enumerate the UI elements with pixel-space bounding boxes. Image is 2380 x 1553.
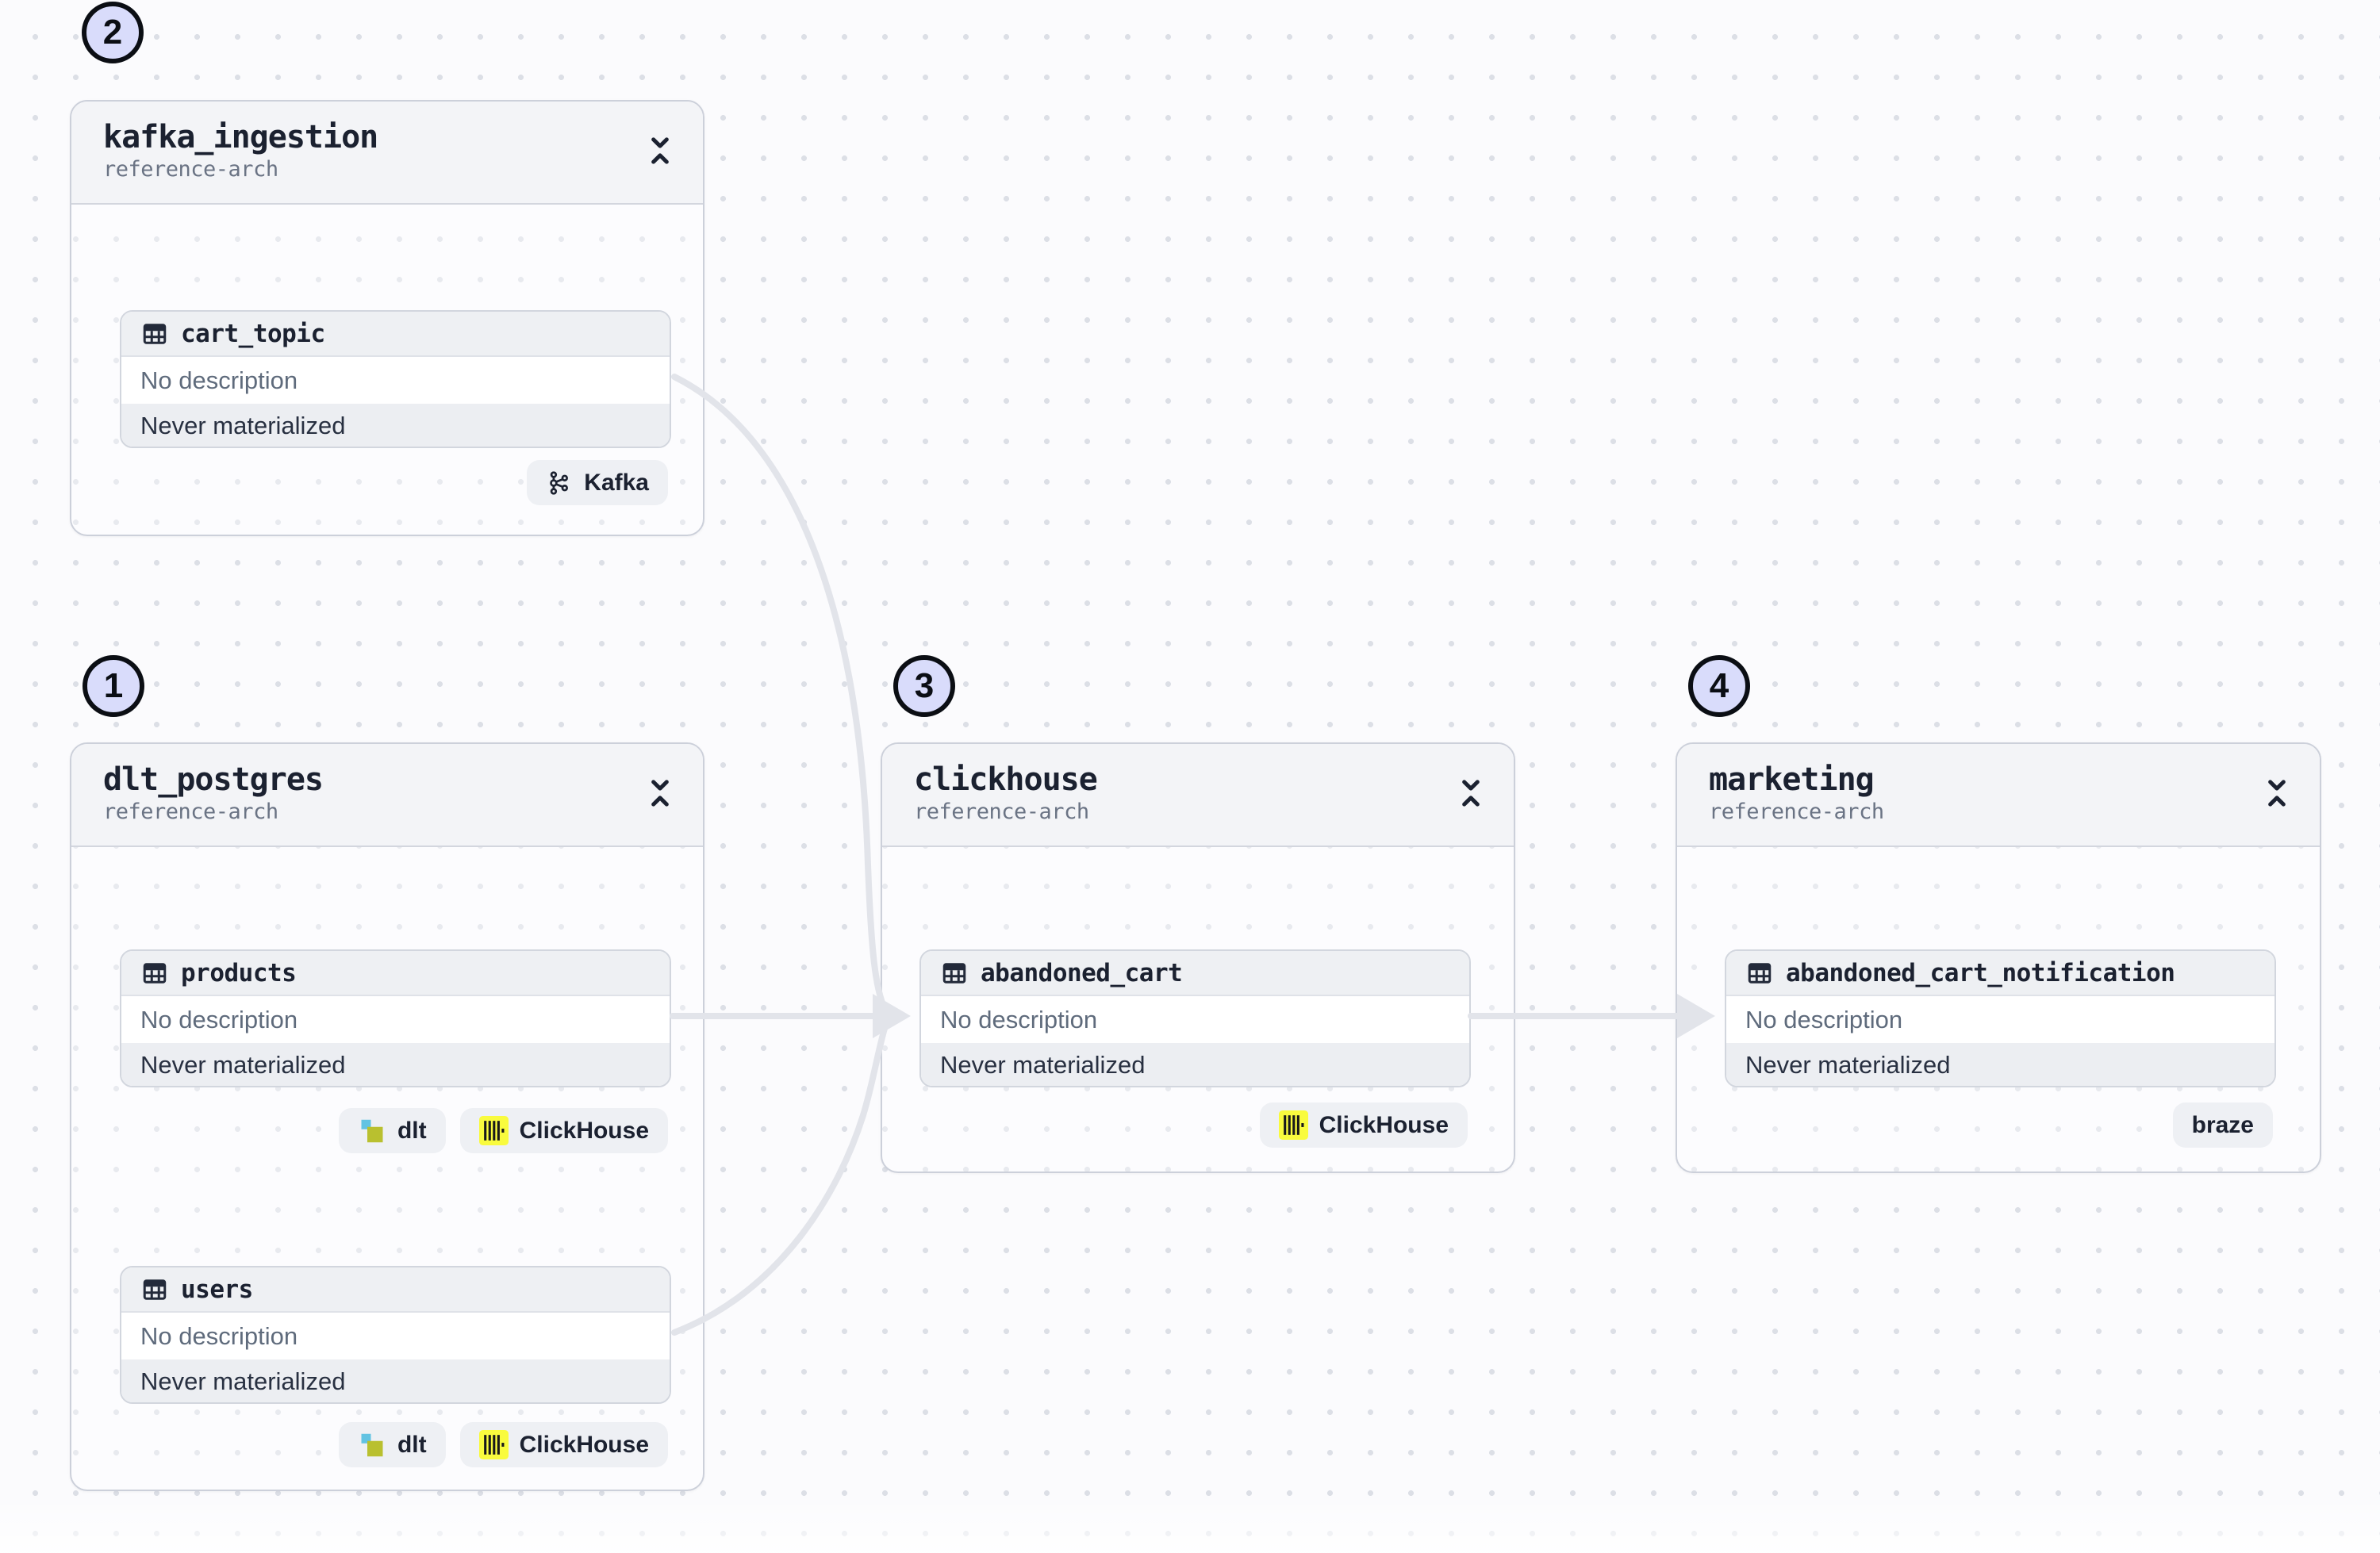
- asset-header: abandoned_cart: [921, 951, 1469, 996]
- asset-status: Never materialized: [121, 1043, 670, 1086]
- step-badge-number: 4: [1709, 666, 1729, 705]
- asset-group-dlt_postgres: dlt_postgres reference-arch products No …: [70, 742, 704, 1491]
- asset-node-users[interactable]: users No description Never materialized: [120, 1266, 671, 1404]
- table-icon: [140, 1275, 169, 1304]
- collapse-vertical-icon: [651, 137, 669, 164]
- clickhouse-icon: [1278, 1110, 1308, 1140]
- clickhouse-icon: [478, 1430, 509, 1459]
- clickhouse-icon: [478, 1116, 509, 1145]
- kind-tag-label: dlt: [397, 1117, 427, 1144]
- edge-cart_topic-to-abandoned_cart: [671, 374, 890, 1016]
- kind-tag-clickhouse[interactable]: ClickHouse: [459, 1108, 668, 1153]
- kind-tag-label: ClickHouse: [519, 1431, 649, 1458]
- kind-tag-label: ClickHouse: [1319, 1111, 1449, 1138]
- asset-node-abandoned_cart_notification[interactable]: abandoned_cart_notification No descripti…: [1725, 949, 2276, 1087]
- group-title: kafka_ingestion: [103, 119, 378, 155]
- group-subtitle: reference-arch: [103, 800, 278, 824]
- group-header: clickhouse reference-arch: [882, 744, 1514, 847]
- kind-tag-label: dlt: [397, 1431, 427, 1458]
- group-subtitle: reference-arch: [103, 157, 278, 182]
- dlt-icon: [361, 1119, 383, 1142]
- kind-tag-label: ClickHouse: [519, 1117, 649, 1144]
- table-icon: [140, 320, 169, 348]
- step-badge-4: 4: [1688, 655, 1750, 717]
- table-icon: [940, 959, 969, 987]
- asset-description: No description: [121, 996, 670, 1043]
- step-badge-1: 1: [83, 655, 144, 717]
- asset-description: No description: [921, 996, 1469, 1043]
- asset-name: users: [181, 1275, 253, 1304]
- kind-tag-braze[interactable]: braze: [2172, 1102, 2273, 1148]
- kind-tag-label: braze: [2191, 1111, 2254, 1138]
- asset-name: products: [181, 958, 297, 987]
- group-title: marketing: [1709, 761, 1875, 798]
- group-title: dlt_postgres: [103, 761, 324, 798]
- step-badge-number: 1: [103, 666, 124, 705]
- asset-header: users: [121, 1267, 670, 1313]
- kind-tag-dlt[interactable]: dlt: [338, 1108, 446, 1153]
- asset-status: Never materialized: [921, 1043, 1469, 1086]
- asset-name: abandoned_cart_notification: [1786, 958, 2175, 987]
- asset-header: products: [121, 951, 670, 996]
- kind-tags: braze: [2172, 1102, 2273, 1148]
- step-badge-number: 3: [914, 666, 935, 705]
- group-title: clickhouse: [914, 761, 1098, 798]
- step-badge-3: 3: [893, 655, 955, 717]
- dlt-icon: [361, 1433, 383, 1456]
- kind-tags: Kafka: [527, 460, 668, 505]
- asset-description: No description: [1726, 996, 2274, 1043]
- table-icon: [1745, 959, 1774, 987]
- kind-tag-label: Kafka: [584, 469, 649, 496]
- collapse-vertical-icon: [1462, 780, 1480, 807]
- kind-tag-clickhouse[interactable]: ClickHouse: [1259, 1102, 1468, 1148]
- collapse-vertical-icon: [2268, 780, 2286, 807]
- group-subtitle: reference-arch: [914, 800, 1089, 824]
- asset-group-marketing: marketing reference-arch abandoned_cart_…: [1676, 742, 2321, 1173]
- kind-tags: dlt ClickHouse: [338, 1108, 668, 1153]
- kind-tag-dlt[interactable]: dlt: [338, 1422, 446, 1467]
- asset-status: Never materialized: [121, 1359, 670, 1402]
- collapse-group-button[interactable]: [2258, 774, 2296, 812]
- asset-name: abandoned_cart: [981, 958, 1183, 987]
- collapse-group-button[interactable]: [641, 774, 679, 812]
- kafka-icon: [550, 470, 569, 495]
- arrowhead-into-abandoned_cart: [873, 994, 911, 1038]
- asset-node-cart_topic[interactable]: cart_topic No description Never material…: [120, 310, 671, 448]
- asset-description: No description: [121, 1313, 670, 1359]
- group-header: kafka_ingestion reference-arch: [71, 102, 703, 205]
- group-header: dlt_postgres reference-arch: [71, 744, 703, 847]
- collapse-vertical-icon: [651, 780, 669, 807]
- asset-group-clickhouse: clickhouse reference-arch abandoned_cart…: [881, 742, 1515, 1173]
- asset-header: cart_topic: [121, 312, 670, 357]
- group-subtitle: reference-arch: [1709, 800, 1884, 824]
- kind-tag-kafka[interactable]: Kafka: [527, 460, 668, 505]
- step-badge-number: 2: [102, 13, 123, 52]
- collapse-group-button[interactable]: [641, 132, 679, 170]
- asset-description: No description: [121, 357, 670, 404]
- asset-name: cart_topic: [181, 319, 325, 348]
- asset-node-abandoned_cart[interactable]: abandoned_cart No description Never mate…: [919, 949, 1471, 1087]
- edge-users-to-abandoned_cart: [671, 1018, 890, 1336]
- table-icon: [140, 959, 169, 987]
- asset-status: Never materialized: [121, 404, 670, 447]
- collapse-group-button[interactable]: [1452, 774, 1490, 812]
- arrowhead-into-abandoned_cart_notification: [1677, 994, 1715, 1038]
- kind-tags: dlt ClickHouse: [338, 1422, 668, 1467]
- kind-tags: ClickHouse: [1259, 1102, 1468, 1148]
- asset-node-products[interactable]: products No description Never materializ…: [120, 949, 671, 1087]
- group-header: marketing reference-arch: [1677, 744, 2320, 847]
- asset-status: Never materialized: [1726, 1043, 2274, 1086]
- asset-header: abandoned_cart_notification: [1726, 951, 2274, 996]
- step-badge-2: 2: [82, 2, 144, 63]
- kind-tag-clickhouse[interactable]: ClickHouse: [459, 1422, 668, 1467]
- asset-group-kafka_ingestion: kafka_ingestion reference-arch cart_topi…: [70, 100, 704, 536]
